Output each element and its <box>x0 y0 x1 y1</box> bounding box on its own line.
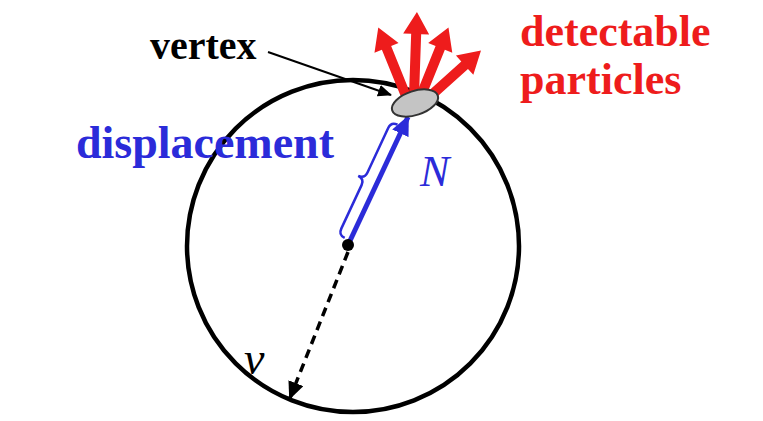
vertex-label: vertex <box>150 24 257 68</box>
particles-label: detectable particles <box>520 8 735 105</box>
displacement-label: displacement <box>76 118 334 169</box>
displacement-arrow <box>348 117 408 245</box>
momentum-symbol: N <box>420 148 449 196</box>
neutrino-arrow <box>290 252 348 398</box>
vertex-ellipse <box>388 84 441 122</box>
leader-line <box>268 52 391 95</box>
production-point <box>342 239 354 251</box>
neutrino-symbol: ν <box>244 334 264 385</box>
displacement-brace <box>332 119 398 238</box>
